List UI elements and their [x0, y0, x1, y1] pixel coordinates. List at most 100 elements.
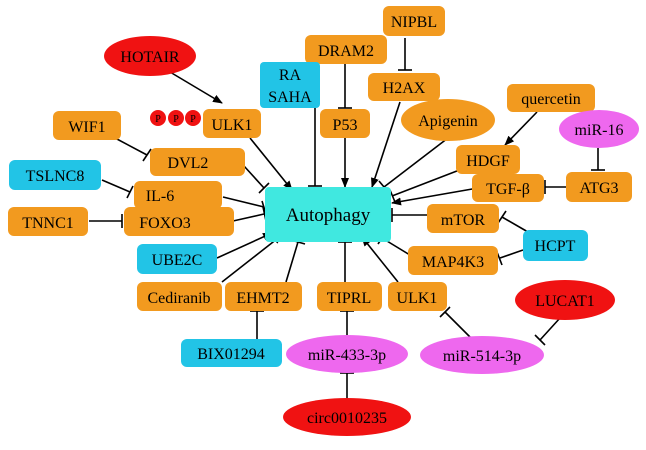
- edge-cediranib-to-autophagy: [221, 234, 283, 283]
- node-nipbl[interactable]: NIPBL: [383, 6, 445, 36]
- node-mir514[interactable]: miR-514-3p: [420, 336, 544, 374]
- node-mtor[interactable]: mTOR: [427, 204, 499, 233]
- node-label-wif1: WIF1: [68, 119, 105, 136]
- node-label-ulk1-bottom: ULK1: [397, 290, 438, 307]
- node-label-ra: RA: [279, 67, 302, 84]
- phosphate-label-2: P: [173, 114, 179, 125]
- edge-quercetin-to-hdgf: [504, 111, 538, 146]
- node-mir433[interactable]: miR-433-3p: [286, 335, 408, 373]
- node-label-circ0010235: circ0010235: [307, 410, 387, 427]
- edge-wif1-to-dvl2-bar: [142, 148, 152, 162]
- phosphate-circle-1: P: [150, 110, 166, 126]
- node-ehmt2[interactable]: EHMT2: [225, 282, 302, 311]
- node-label-hcpt: HCPT: [535, 238, 576, 255]
- node-apigenin[interactable]: Apigenin: [401, 99, 495, 141]
- node-wif1[interactable]: WIF1: [53, 111, 121, 140]
- edge-ehmt2-to-autophagy: [285, 241, 299, 283]
- phosphate-circle-3: P: [185, 110, 201, 126]
- node-il6[interactable]: IL-6: [134, 181, 222, 209]
- node-label-mir16: miR-16: [575, 122, 624, 139]
- node-label-tgfb: TGF-β: [486, 181, 530, 198]
- node-tgfb[interactable]: TGF-β: [472, 174, 544, 202]
- edge-dvl2-to-autophagy: [243, 165, 265, 189]
- edge-mir514-to-ulk1b: [444, 311, 471, 338]
- node-label-lucat1: LUCAT1: [535, 293, 595, 310]
- node-label-tiprl: TIPRL: [327, 290, 371, 307]
- node-atg3[interactable]: ATG3: [566, 172, 632, 202]
- node-label-quercetin: quercetin: [521, 91, 581, 108]
- node-hotair[interactable]: HOTAIR: [104, 36, 196, 76]
- node-label-tnnc1: TNNC1: [22, 215, 74, 232]
- edge-apigenin-to-autophagy: [383, 137, 449, 188]
- node-label-hdgf: HDGF: [466, 153, 510, 170]
- node-label-apigenin: Apigenin: [418, 113, 478, 130]
- node-label-map4k3: MAP4K3: [422, 254, 484, 271]
- edge-lucat1-to-mir514: [539, 317, 561, 341]
- edge-tslnc8-to-il6: [101, 179, 131, 193]
- phosphate-group: P P P: [150, 110, 201, 126]
- node-ra-saha[interactable]: RA SAHA: [260, 62, 320, 108]
- phosphate-circle-2: P: [168, 110, 184, 126]
- nodes: Autophagy NIPBL HOTAIR DRAM2 RA SAHA H2A…: [8, 6, 639, 436]
- node-dvl2[interactable]: DVL2: [150, 148, 245, 176]
- node-label-hotair: HOTAIR: [120, 49, 179, 66]
- node-p53[interactable]: P53: [320, 109, 370, 138]
- node-h2ax[interactable]: H2AX: [368, 73, 440, 101]
- node-label-h2ax: H2AX: [383, 80, 426, 97]
- node-label-cediranib: Cediranib: [147, 290, 210, 307]
- node-autophagy[interactable]: Autophagy: [265, 187, 391, 242]
- node-dram2[interactable]: DRAM2: [305, 35, 387, 64]
- node-label-il6: IL-6: [146, 188, 174, 205]
- edge-ulk1-to-autophagy: [249, 137, 293, 191]
- node-label-bix01294: BIX01294: [197, 346, 265, 363]
- node-foxo3[interactable]: FOXO3: [124, 207, 234, 236]
- edge-wif1-to-dvl2: [114, 137, 148, 156]
- edge-hcpt-to-mtor-bar: [497, 210, 507, 224]
- node-label-nipbl: NIPBL: [391, 14, 437, 31]
- node-label-ehmt2: EHMT2: [236, 290, 289, 307]
- edge-tgfb-to-autophagy: [391, 187, 479, 206]
- edge-dvl2-to-autophagy-bar: [258, 182, 270, 194]
- node-ube2c[interactable]: UBE2C: [137, 244, 217, 274]
- edges: [89, 38, 605, 403]
- node-label-dvl2: DVL2: [168, 155, 209, 172]
- edge-hotair-to-ulk1: [169, 71, 223, 104]
- node-tslnc8[interactable]: TSLNC8: [9, 160, 101, 190]
- node-label-tslnc8: TSLNC8: [26, 168, 85, 185]
- edge-foxo3-to-autophagy: [232, 213, 265, 222]
- node-ulk1-bottom[interactable]: ULK1: [388, 282, 447, 311]
- node-bix01294[interactable]: BIX01294: [181, 339, 282, 367]
- node-label-foxo3: FOXO3: [139, 215, 191, 232]
- node-label-mir433: miR-433-3p: [308, 347, 386, 364]
- node-hcpt[interactable]: HCPT: [523, 230, 588, 261]
- node-quercetin[interactable]: quercetin: [507, 84, 595, 112]
- node-label-dram2: DRAM2: [318, 43, 374, 60]
- node-map4k3[interactable]: MAP4K3: [408, 246, 498, 275]
- edge-il6-to-autophagy: [222, 196, 265, 208]
- phosphate-label-1: P: [155, 114, 161, 125]
- node-tiprl[interactable]: TIPRL: [317, 282, 382, 311]
- edge-h2ax-to-autophagy: [371, 101, 401, 188]
- node-hdgf[interactable]: HDGF: [456, 145, 520, 174]
- phosphate-label-3: P: [190, 114, 196, 125]
- node-label-ube2c: UBE2C: [152, 252, 203, 269]
- node-ulk1-top[interactable]: ULK1: [203, 109, 261, 138]
- edge-mir514-to-ulk1b-bar: [439, 306, 451, 318]
- edge-tslnc8-to-il6-bar: [126, 185, 134, 199]
- node-circ0010235[interactable]: circ0010235: [283, 398, 411, 436]
- node-label-autophagy: Autophagy: [286, 205, 371, 226]
- edge-ube2c-to-autophagy: [216, 232, 273, 259]
- node-lucat1[interactable]: LUCAT1: [515, 280, 615, 320]
- node-cediranib[interactable]: Cediranib: [137, 282, 222, 311]
- node-label-p53: P53: [333, 117, 358, 134]
- edge-lucat1-to-mir514-bar: [534, 334, 546, 346]
- node-tnnc1[interactable]: TNNC1: [8, 207, 88, 236]
- node-label-atg3: ATG3: [579, 180, 618, 197]
- node-label-mir514: miR-514-3p: [443, 348, 521, 365]
- node-label-ulk1-top: ULK1: [212, 117, 253, 134]
- node-label-mtor: mTOR: [441, 212, 485, 229]
- node-mir16[interactable]: miR-16: [559, 110, 639, 148]
- node-label-saha: SAHA: [268, 89, 312, 106]
